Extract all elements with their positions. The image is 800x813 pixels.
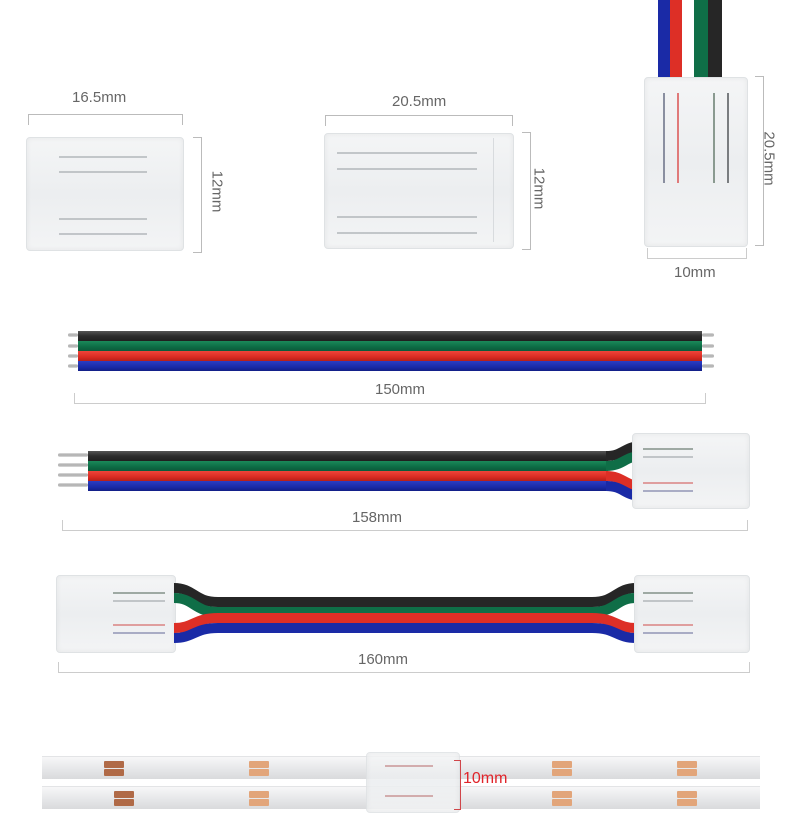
bare-wire-cable-bracket [74, 393, 706, 404]
single-connector-cable-clip [632, 433, 750, 509]
double-connector-cable-bracket [58, 662, 750, 673]
strip-connector-bracket [454, 760, 461, 810]
single-connector-cable-bracket [62, 520, 748, 531]
large-clip-width-label: 20.5mm [392, 93, 447, 110]
small-clip [26, 137, 184, 251]
large-clip [324, 133, 514, 249]
double-connector-cable-length-label: 160mm [358, 651, 409, 668]
double-connector-cable-clip-left [56, 575, 176, 653]
small-clip-width-bracket [28, 114, 183, 125]
strip-connector-clip [366, 752, 460, 813]
bare-wire-cable [68, 330, 716, 374]
double-connector-cable [174, 580, 636, 646]
small-clip-height-bracket [193, 137, 202, 253]
bare-wire-cable-length-label: 150mm [375, 381, 426, 398]
strip-connector-dimension-label: 10mm [463, 770, 508, 787]
wired-clip-wires [656, 0, 736, 80]
large-clip-width-bracket [325, 115, 513, 126]
wired-clip [644, 77, 748, 247]
double-connector-cable-clip-right [634, 575, 750, 653]
large-clip-height-label: 12mm [530, 167, 548, 210]
wired-clip-height-bracket [755, 76, 764, 246]
wired-clip-width-label: 10mm [674, 264, 716, 281]
wired-clip-width-bracket [647, 248, 747, 259]
large-clip-height-bracket [522, 132, 531, 250]
single-connector-cable-length-label: 158mm [352, 509, 403, 526]
small-clip-height-label: 12mm [208, 170, 226, 213]
wired-clip-height-label: 20.5mm [760, 131, 778, 186]
small-clip-width-label: 16.5mm [72, 89, 127, 106]
